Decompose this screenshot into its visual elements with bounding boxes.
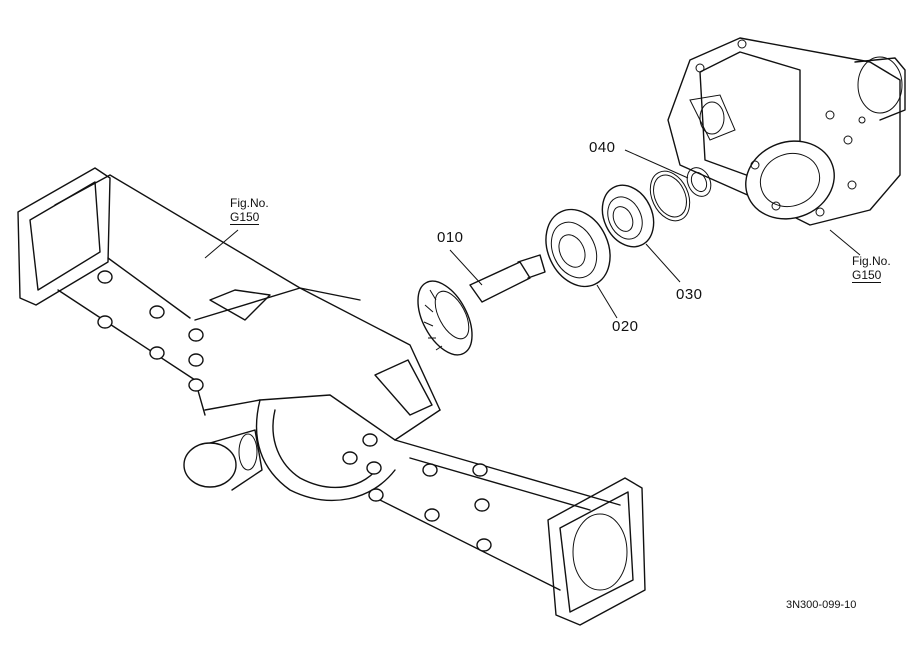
figure-reference-left: Fig.No. G150 bbox=[230, 196, 269, 225]
figure-reference-left-label: Fig.No. bbox=[230, 196, 269, 210]
part-number-010: 010 bbox=[437, 229, 464, 246]
ball-bearing-020 bbox=[545, 208, 611, 288]
part-number-040: 040 bbox=[589, 139, 616, 156]
axle-housing bbox=[17, 167, 646, 626]
ball-bearing-030 bbox=[601, 184, 655, 248]
drawing-code: 3N300-099-10 bbox=[786, 599, 857, 611]
figure-reference-right-number: G150 bbox=[852, 268, 882, 283]
figure-reference-left-number: G150 bbox=[230, 210, 260, 225]
bevel-pinion-shaft bbox=[417, 254, 546, 356]
gear-case bbox=[667, 37, 906, 226]
leader-lines bbox=[204, 149, 861, 319]
part-number-020: 020 bbox=[612, 318, 639, 335]
figure-reference-right: Fig.No. G150 bbox=[852, 254, 891, 283]
figure-reference-right-label: Fig.No. bbox=[852, 254, 891, 268]
part-number-030: 030 bbox=[676, 286, 703, 303]
